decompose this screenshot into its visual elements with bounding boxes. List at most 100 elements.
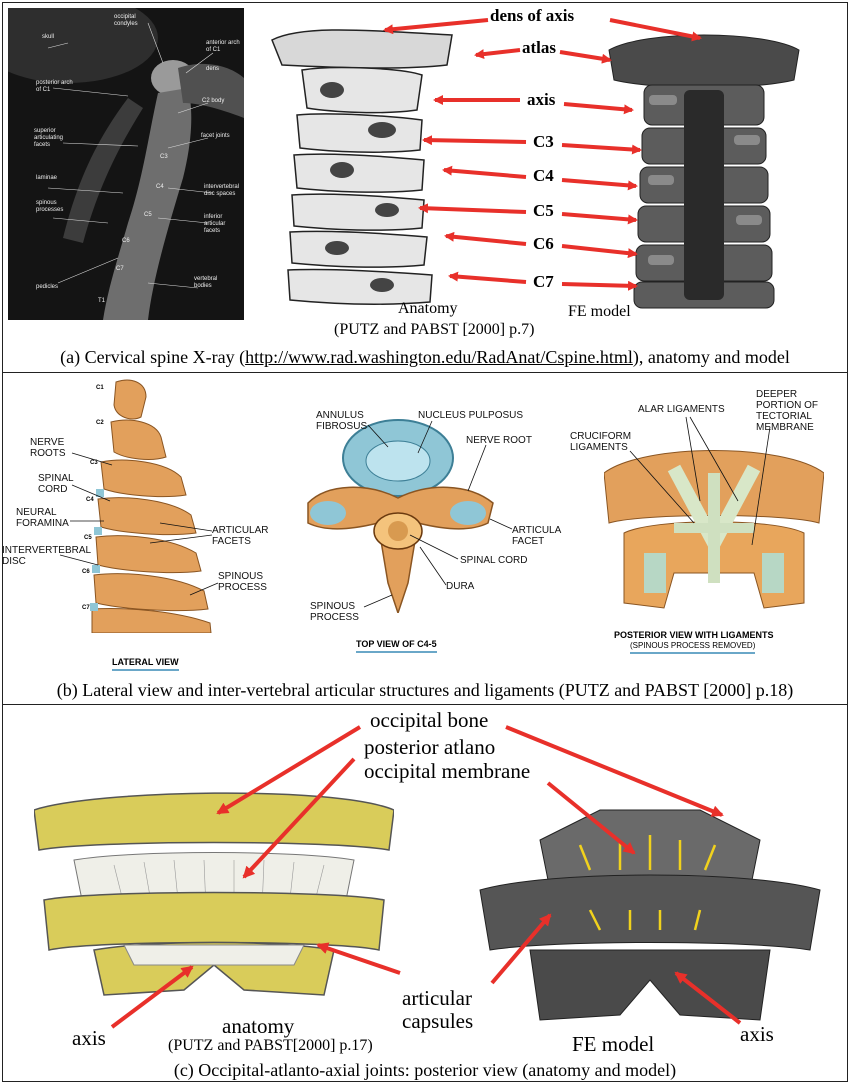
lateral-view-illustration [90, 379, 212, 633]
label-occipital-membrane: occipital membrane [364, 759, 531, 783]
arrow-atlas-left [474, 48, 521, 60]
xray-label: skull [42, 34, 55, 40]
arrow-axis-left [110, 965, 194, 1029]
xray-label: vertebral bodies [194, 276, 218, 289]
xray-image [8, 8, 244, 320]
arrow-c5-left [418, 203, 527, 214]
xray-label: T1 [98, 298, 106, 304]
level-c1: C1 [96, 385, 104, 391]
label-fe-model-c: FE model [572, 1032, 655, 1056]
anatomy-spine-illustration [271, 29, 453, 305]
level-c3: C3 [90, 460, 98, 466]
panel-c: occipital bone posterior atlano occipita… [0, 705, 850, 1083]
caption-b: (b) Lateral view and inter-vertebral art… [56, 680, 794, 700]
title-lateral-view: LATERAL VIEW [112, 657, 179, 671]
xray-label: C4 [156, 184, 164, 190]
label-anatomy-ref-c: (PUTZ and PABST[2000] p.17) [168, 1037, 373, 1054]
posterior-view-illustration [604, 450, 824, 609]
label-nerve-root: NERVE ROOT [466, 435, 532, 446]
label-fe-model: FE model [568, 303, 631, 320]
label-anatomy-ref: (PUTZ and PABST [2000] p.7) [334, 321, 535, 338]
label-nucleus-pulposus: NUCLEUS PULPOSUS [418, 410, 524, 421]
fe-model-spine [608, 34, 800, 309]
xray-label: spinous processes [36, 200, 64, 213]
label-occipital-bone: occipital bone [370, 708, 489, 732]
xray-label: C3 [160, 154, 168, 160]
arrow-c4-left [442, 165, 527, 179]
xray-label: laminae [36, 175, 58, 181]
xray-label: C6 [122, 238, 130, 244]
xray-label: facet joints [201, 133, 230, 139]
subtitle-posterior-view: (SPINOUS PROCESS REMOVED) [630, 641, 756, 654]
label-neural-foramina: NEURAL FORAMINA [16, 507, 69, 529]
panel-a-arrows [383, 18, 702, 291]
label-axis-left: axis [72, 1026, 106, 1050]
divider-b-c [2, 704, 848, 705]
anatomy-occipital-illustration [34, 792, 394, 996]
level-c6: C6 [82, 569, 90, 575]
label-intervertebral-disc: INTERVERTEBRAL DISC [2, 545, 91, 567]
xray-label: occipital condyles [114, 14, 138, 27]
arrow-axis-right [563, 102, 634, 115]
arrow-c4-right [561, 178, 638, 191]
level-c7: C7 [82, 605, 90, 611]
xray-label: C2 body [202, 98, 225, 104]
label-axis: axis [527, 90, 556, 109]
panel-a: occipital condyles skull anterior arch o… [0, 0, 850, 372]
caption-c: (c) Occipital-atlanto-axial joints: post… [173, 1060, 677, 1080]
panel-c-arrows [110, 725, 742, 1029]
label-deeper-portion: DEEPER PORTION OF TECTORIAL MEMBRANE [756, 389, 819, 433]
arrow-capsules-right [490, 913, 552, 985]
arrow-c6-left [444, 231, 527, 246]
label-articular-facets: ARTICULAR FACETS [212, 525, 269, 547]
arrow-membrane-right [546, 781, 636, 855]
panel-b: C1 C2 C3 C4 C5 C6 C7 NERVE ROOTS SPINAL … [0, 373, 850, 704]
level-c5: C5 [84, 535, 92, 541]
arrow-axis-right [674, 971, 742, 1025]
label-spinal-cord: SPINAL CORD [38, 473, 74, 495]
arrow-c3-right [561, 143, 642, 155]
arrow-atlas-right [559, 50, 612, 64]
label-c5: C5 [533, 201, 554, 220]
title-posterior-view: POSTERIOR VIEW WITH LIGAMENTS [614, 630, 774, 640]
xray-label: superior articulating facets [34, 128, 64, 148]
arrow-dens-left [383, 18, 489, 35]
label-anatomy-c: anatomy [222, 1014, 295, 1038]
label-axis-right: axis [740, 1022, 774, 1046]
label-spinal-cord-top: SPINAL CORD [460, 555, 528, 566]
label-annulus-fibrosus: ANNULUS FIBROSUS [316, 410, 368, 432]
label-c6: C6 [533, 234, 554, 253]
xray-label: C5 [144, 212, 152, 218]
xray-label: intervertebral disc spaces [204, 184, 240, 197]
xray-label: pedicles [36, 284, 59, 290]
label-articular: articular [402, 986, 472, 1010]
xray-label: dens [206, 66, 220, 72]
xray-label: inferior articular facets [204, 214, 226, 234]
label-c4: C4 [533, 166, 554, 185]
label-cruciform-ligaments: CRUCIFORM LIGAMENTS [570, 431, 632, 453]
panel-b-leader-lines [59, 416, 771, 608]
label-c7: C7 [533, 272, 554, 291]
label-atlas: atlas [522, 38, 556, 57]
arrow-dens-right [609, 18, 702, 42]
arrow-capsules-left [316, 942, 401, 975]
caption-a-link[interactable]: http://www.rad.washington.edu/RadAnat/Cs… [245, 347, 633, 367]
level-c2: C2 [96, 420, 104, 426]
arrow-occipital-bone-left [216, 725, 362, 815]
fe-occipital-illustration [479, 809, 821, 1021]
divider-a-b [2, 372, 848, 373]
arrow-c7-left [448, 271, 527, 284]
label-nerve-roots: NERVE ROOTS [30, 437, 66, 459]
caption-a: (a) Cervical spine X-ray (http://www.rad… [60, 347, 790, 367]
label-dura: DURA [446, 581, 475, 592]
label-capsules: capsules [402, 1009, 474, 1033]
label-c3: C3 [533, 132, 554, 151]
arrow-c7-right [561, 280, 638, 291]
top-view-illustration [307, 419, 494, 613]
arrow-occipital-bone-right [505, 725, 724, 817]
label-anatomy: Anatomy [398, 300, 458, 317]
arrow-c5-right [561, 212, 638, 225]
label-alar-ligaments: ALAR LIGAMENTS [638, 404, 725, 415]
label-dens-of-axis: dens of axis [490, 6, 575, 25]
